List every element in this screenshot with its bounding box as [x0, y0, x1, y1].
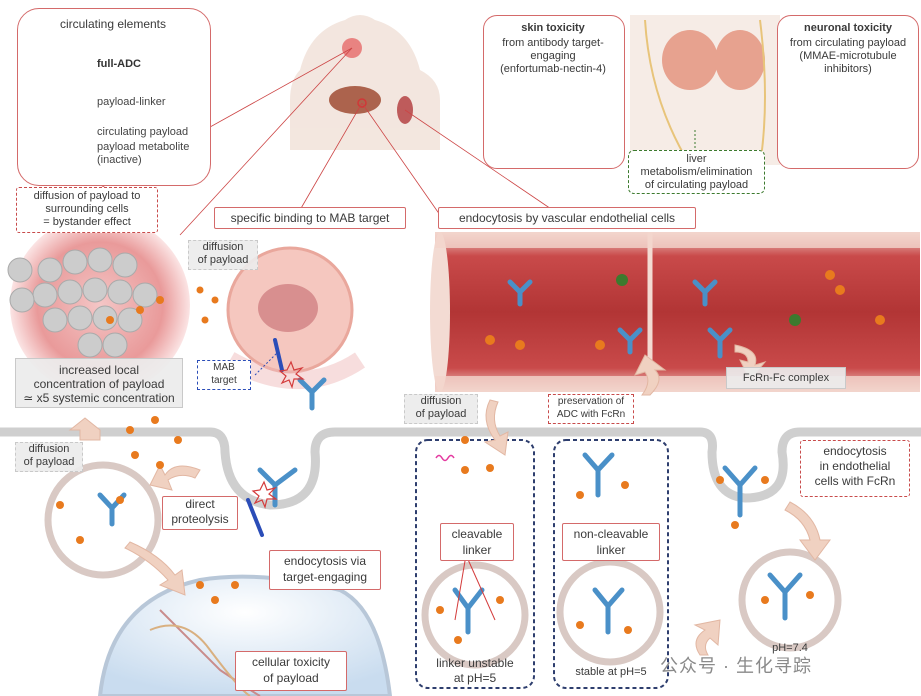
ph74-label: pH=7.4 [772, 642, 808, 654]
legend-payload-linker: payload-linker [97, 96, 166, 108]
diffusion-left-label: diffusion of payload [15, 442, 83, 472]
skin-toxicity-body: from antibody target- engaging (enfortum… [500, 37, 606, 75]
linker-unstable-label: linker unstable at pH=5 [436, 656, 514, 685]
stable-label: stable at pH=5 [575, 666, 647, 678]
neuronal-toxicity-body: from circulating payload (MMAE-microtubu… [789, 37, 907, 75]
skin-toxicity-title: skin toxicity [521, 22, 585, 34]
direct-proteolysis-label: direct proteolysis [162, 496, 238, 530]
watermark: 公众号 · 生化寻踪 [660, 656, 812, 676]
legend-full-adc: full-ADC [97, 58, 141, 70]
neuronal-toxicity-panel [777, 15, 919, 169]
endocytosis-endothelial-label: endocytosis in endothelial cells with Fc… [800, 440, 910, 497]
increased-concentration-box: increased local concentration of payload… [15, 358, 183, 408]
neuronal-toxicity-title: neuronal toxicity [803, 22, 893, 34]
diffusion-top-label: diffusion of payload [188, 240, 258, 270]
legend-metabolite: payload metabolite (inactive) [97, 141, 190, 166]
cleavable-linker-label: cleavable linker [440, 523, 514, 561]
endocytosis-target-label: endocytosis via target-engaging [269, 550, 381, 590]
bystander-effect-box: diffusion of payload to surrounding cell… [16, 187, 158, 233]
skin-toxicity-panel [483, 15, 625, 169]
specific-binding-label: specific binding to MAB target [214, 207, 406, 229]
body-silhouette [290, 15, 440, 150]
legend-circulating-payload: circulating payload [97, 126, 189, 138]
liver-metabolism-box: liver metabolism/elimination of circulat… [628, 150, 765, 194]
tumor-cells [7, 247, 158, 358]
non-cleavable-linker-label: non-cleavable linker [562, 523, 660, 561]
legend-title: circulating elements [59, 17, 167, 31]
torso-organs [630, 15, 780, 166]
mab-target-label: MAB target [197, 360, 251, 390]
preservation-fcrn-label: preservation of ADC with FcRn [548, 394, 634, 424]
endocytosis-vascular-label: endocytosis by vascular endothelial cell… [438, 207, 696, 229]
cellular-toxicity-label: cellular toxicity of payload [235, 651, 347, 691]
diffusion-mid-label: diffusion of payload [404, 394, 478, 424]
blood-vessel [430, 232, 920, 392]
legend-panel [17, 8, 211, 186]
fcrn-complex-label: FcRn-Fc complex [726, 367, 846, 389]
